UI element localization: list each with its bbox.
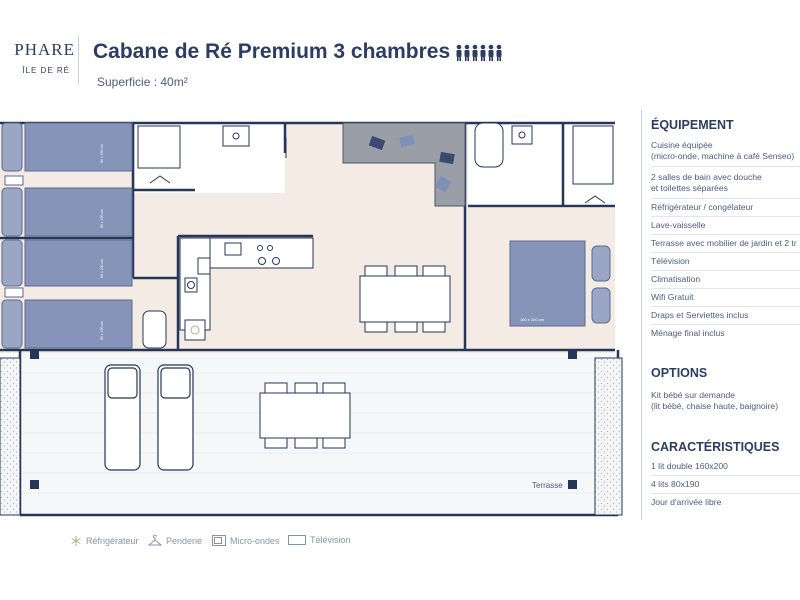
divider (651, 234, 800, 235)
equipment-item: et toilettes séparées (651, 183, 728, 193)
terrace-table (259, 382, 351, 449)
tv-icon (288, 535, 306, 545)
bed-label-3: 80 x 190 cm (100, 259, 104, 278)
kitchen (142, 237, 314, 349)
divider (651, 306, 800, 307)
bed-label-1: 80 x 190 cm (100, 144, 104, 163)
header-divider (78, 36, 79, 84)
options-item: Kit bébé sur demande (651, 390, 736, 400)
features-item: 4 lits 80x190 (651, 479, 700, 489)
divider (651, 198, 800, 199)
equipment-item: Draps et Serviettes inclus (651, 310, 749, 320)
equipment-item: (micro-onde, machine à café Senseo) (651, 151, 795, 161)
features-item: Jour d'arrivée libre (651, 497, 722, 507)
bathroom-right (474, 122, 614, 204)
microwave-icon (212, 535, 226, 546)
divider (651, 252, 800, 253)
divider (651, 493, 800, 494)
legend-wardrobe: Penderie (148, 535, 202, 547)
dining-table (359, 265, 451, 333)
snowflake-icon (71, 536, 81, 546)
bed-label-double: 160 x 200 cm (520, 317, 545, 322)
divider (651, 270, 800, 271)
legend-microwave: Micro-ondes (212, 535, 280, 546)
divider (651, 475, 800, 476)
info-panel: ÉQUIPEMENT Cuisine équipée (micro-onde, … (641, 110, 800, 520)
equipment-item: Cuisine équipée (651, 140, 713, 150)
bathroom-left (137, 125, 287, 184)
equipment-title: ÉQUIPEMENT (651, 118, 734, 132)
floor-plan: 80 x 190 cm 80 x 190 cm 80 x 190 cm 80 x… (0, 118, 630, 528)
planter-right (594, 357, 623, 516)
options-item: (lit bébé, chaise haute, baignoire) (651, 401, 779, 411)
equipment-item: Ménage final inclus (651, 328, 725, 338)
persons-icon (455, 44, 503, 67)
equipment-item: Terrasse avec mobilier de jardin et 2 tr (651, 238, 797, 248)
features-item: 1 lit double 160x200 (651, 461, 728, 471)
bed-label-2: 80 x 190 cm (100, 209, 104, 228)
double-bed: 160 x 200 cm (509, 240, 611, 327)
corner-sofa (342, 122, 466, 207)
surface-area: Superficie : 40m² (97, 75, 188, 89)
walls (0, 121, 620, 517)
brand-subtitle: ÎLE DE RÉ (22, 66, 70, 75)
equipment-item: 2 salles de bain avec douche (651, 172, 762, 182)
equipment-item: Lave-vaisselle (651, 220, 706, 230)
legend-tv: Télévision (288, 535, 351, 545)
divider (651, 216, 800, 217)
options-title: OPTIONS (651, 366, 708, 380)
divider (651, 324, 800, 325)
equipment-item: Climatisation (651, 274, 701, 284)
divider (651, 166, 800, 167)
features-title: CARACTÉRISTIQUES (651, 440, 780, 454)
planter-left (0, 357, 21, 516)
equipment-item: Réfrigérateur / congélateur (651, 202, 754, 212)
sun-loungers (104, 364, 194, 471)
brand-logo: PHARE (14, 40, 75, 59)
single-beds (1, 122, 133, 349)
terrace-label: Terrasse (532, 481, 563, 490)
legend-fridge: Réfrigérateur (70, 535, 139, 547)
divider (651, 288, 800, 289)
hanger-icon (148, 535, 162, 546)
equipment-item: Télévision (651, 256, 690, 266)
page-title: Cabane de Ré Premium 3 chambres (93, 40, 451, 63)
equipment-item: Wifi Gratuit (651, 292, 694, 302)
bed-label-4: 80 x 190 cm (100, 321, 104, 340)
